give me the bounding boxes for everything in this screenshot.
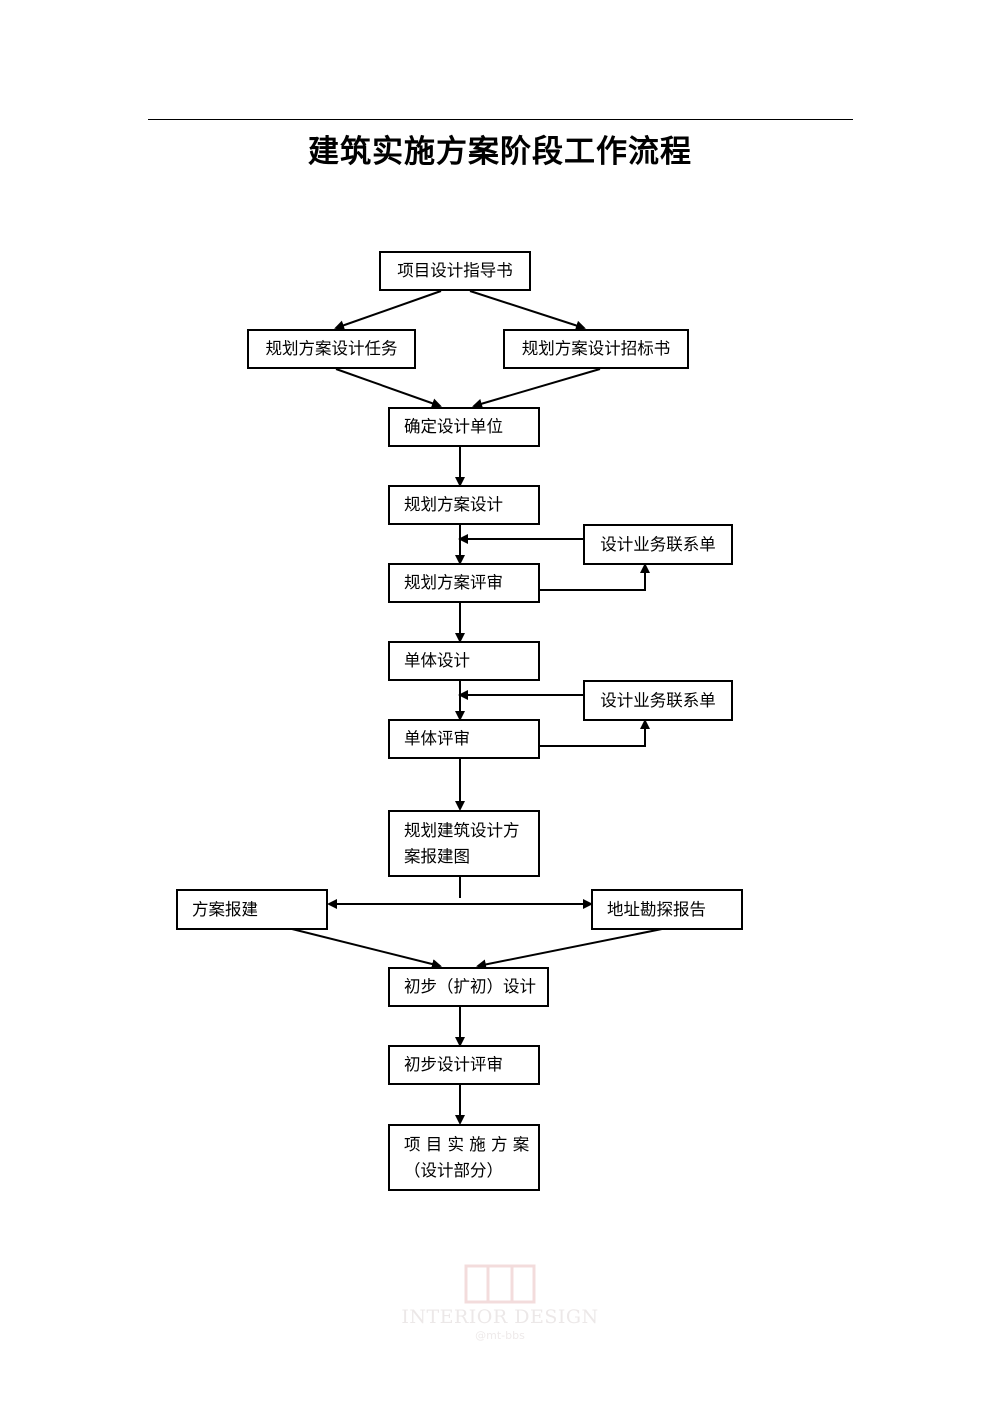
watermark-text: INTERIOR DESIGN [401, 1306, 599, 1328]
node-confirm-unit-label: 确定设计单位 [404, 417, 503, 437]
node-impl-plan: 项 目 实 施 方 案 （设计部分） [388, 1124, 540, 1191]
arrow-tender-to-confirm [472, 368, 601, 409]
node-design-guide-label: 项目设计指导书 [397, 261, 513, 281]
header-rule [148, 119, 853, 120]
node-plan-task: 规划方案设计任务 [247, 329, 416, 369]
node-report-drawing-line1: 规划建筑设计方 [404, 820, 520, 840]
page-title: 建筑实施方案阶段工作流程 [308, 134, 692, 170]
arrow-guide-to-task [334, 290, 442, 331]
node-prelim-design: 初步（扩初）设计 [388, 967, 549, 1007]
node-impl-plan-line2: （设计部分） [404, 1160, 503, 1180]
node-unit-review: 单体评审 [388, 719, 540, 759]
node-scheme-report-label: 方案报建 [192, 899, 258, 919]
arrow-guide-to-tender [469, 290, 586, 331]
node-liaison-2-label: 设计业务联系单 [600, 690, 716, 710]
line-review-to-liaison1 [539, 563, 650, 591]
node-unit-review-label: 单体评审 [404, 729, 470, 749]
node-survey-report: 地址勘探报告 [591, 889, 743, 930]
node-scheme-report: 方案报建 [176, 889, 328, 930]
node-prelim-review-label: 初步设计评审 [404, 1055, 503, 1075]
node-unit-design: 单体设计 [388, 641, 540, 681]
node-confirm-unit: 确定设计单位 [388, 407, 540, 447]
arrow-task-to-confirm [335, 368, 442, 409]
node-plan-review-label: 规划方案评审 [404, 573, 503, 593]
node-prelim-review: 初步设计评审 [388, 1045, 540, 1085]
arrow-scheme-to-prelim [291, 928, 442, 969]
node-survey-report-label: 地址勘探报告 [607, 899, 706, 919]
node-report-drawing: 规划建筑设计方 案报建图 [388, 810, 540, 877]
node-plan-review: 规划方案评审 [388, 563, 540, 603]
node-design-guide: 项目设计指导书 [379, 251, 531, 291]
node-plan-tender: 规划方案设计招标书 [503, 329, 689, 369]
node-report-drawing-line2: 案报建图 [404, 846, 470, 866]
node-plan-task-label: 规划方案设计任务 [265, 339, 398, 359]
node-plan-design-label: 规划方案设计 [404, 495, 503, 515]
node-plan-design: 规划方案设计 [388, 485, 540, 525]
node-liaison-1: 设计业务联系单 [583, 524, 733, 565]
watermark-subtext: @mt-bbs [475, 1329, 525, 1342]
line-unitreview-to-liaison2 [539, 719, 650, 747]
node-unit-design-label: 单体设计 [404, 651, 470, 671]
watermark-logo [464, 1264, 536, 1304]
node-impl-plan-line1: 项 目 实 施 方 案 [404, 1134, 530, 1154]
node-plan-tender-label: 规划方案设计招标书 [521, 339, 671, 359]
node-liaison-1-label: 设计业务联系单 [600, 534, 716, 554]
node-liaison-2: 设计业务联系单 [583, 680, 733, 721]
node-prelim-design-label: 初步（扩初）设计 [404, 977, 536, 997]
arrow-survey-to-prelim [476, 928, 663, 970]
